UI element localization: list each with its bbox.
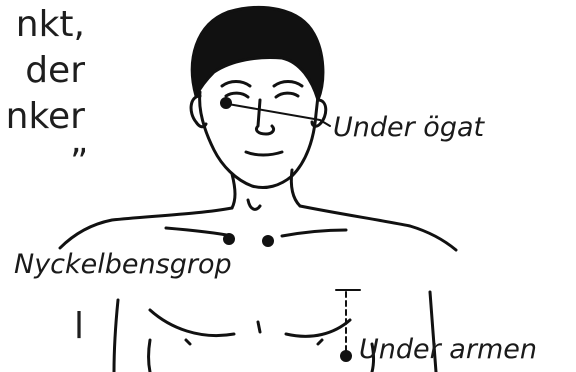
nose: [256, 100, 273, 134]
point-under-arm: [340, 350, 352, 362]
left-shoulder: [60, 208, 232, 248]
right-eye: [276, 93, 298, 97]
point-collarbone-right: [262, 235, 274, 247]
left-torso-side: [149, 340, 151, 372]
right-nipple: [318, 340, 322, 344]
right-chest: [286, 320, 350, 336]
sternum-mark: [258, 322, 260, 332]
left-eye: [226, 93, 248, 97]
label-under-eye: Under ögat: [333, 112, 484, 143]
right-eyebrow: [274, 82, 302, 87]
left-nipple: [186, 340, 190, 344]
neck-right: [291, 170, 300, 206]
neck-left: [232, 174, 235, 208]
sternal-notch: [248, 200, 260, 209]
mouth: [246, 152, 282, 155]
left-arm: [114, 300, 118, 372]
left-collarbone: [166, 228, 232, 236]
label-collarbone: Nyckelbensgrop: [14, 249, 232, 280]
right-collarbone: [282, 230, 346, 236]
left-eyebrow: [222, 82, 250, 87]
left-chest: [150, 310, 234, 336]
point-collarbone-left: [223, 233, 235, 245]
label-under-arm: Under armen: [359, 334, 537, 365]
point-under-eye: [220, 97, 232, 109]
right-shoulder: [300, 206, 456, 250]
